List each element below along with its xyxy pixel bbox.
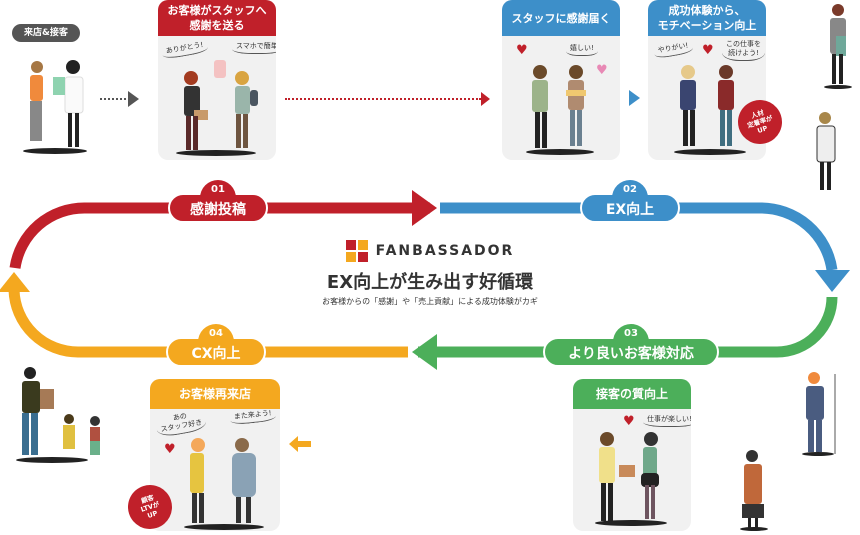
start-tag: 来店&接客	[12, 24, 80, 42]
card-motivation-title: 成功体験から、 モチベーション向上	[648, 0, 766, 36]
diagram-title: EX向上が生み出す好循環	[326, 272, 534, 293]
loop-segment-blue	[440, 202, 838, 271]
bubble-rewarding: やりがい!	[653, 40, 694, 60]
step-03-label: より良いお客様対応	[568, 346, 694, 362]
illustration-staff-brown-apron	[740, 450, 768, 531]
diagram-subtitle: お客様からの「感謝」や「売上貢献」による成功体験がカギ	[322, 297, 538, 306]
card-customer-revisit-title: お客様再来店	[150, 379, 280, 409]
bubble-thanks: ありがとう!	[161, 40, 209, 60]
step-03-pill: 03 より良いお客様対応	[543, 324, 719, 367]
step-04-pill: 04 CX向上	[166, 324, 266, 367]
illustration-returning-customer	[184, 438, 264, 530]
loop-segment-green	[418, 296, 838, 358]
heart-icon: ♥	[702, 43, 714, 58]
bubble-job-fun: 仕事が楽しい!	[643, 415, 691, 427]
bubble-happy: 嬉しい!	[566, 44, 598, 56]
bubble-continue-job: この仕事を 続けよう!	[722, 40, 765, 61]
brand-row: FANBASSADOR	[280, 240, 580, 262]
arrow-head-green	[412, 334, 437, 370]
illustration-worker-painter	[802, 372, 836, 456]
step-02-number: 02	[612, 180, 648, 202]
card-thanks-delivered: スタッフに感謝届く 嬉しい! ♥ ♥	[502, 0, 620, 160]
step-01-number: 01	[200, 180, 236, 202]
illustration-customer-sending	[176, 60, 258, 156]
loop-segment-orange	[8, 289, 408, 358]
step-02-label: EX向上	[605, 202, 655, 218]
arrow-right-red-icon	[481, 92, 490, 106]
illustration-staff-serving	[595, 432, 667, 526]
step-01-label: 感謝投稿	[190, 202, 246, 218]
arrow-head-orange	[0, 272, 30, 292]
step-04-number: 04	[198, 324, 234, 346]
loop-segment-red	[9, 202, 430, 269]
heart-icon: ♥	[596, 63, 608, 78]
arrow-left-orange-icon	[289, 436, 311, 452]
step-04-label: CX向上	[191, 346, 241, 362]
fanbassador-logo-icon	[345, 240, 368, 262]
illustration-motivated-staff	[674, 65, 746, 155]
card-send-thanks: お客様がスタッフへ 感謝を送る ありがとう! スマホで簡単	[158, 0, 276, 160]
illustration-shop-greeting	[23, 60, 87, 154]
bubble-come-again: また来よう!	[229, 408, 277, 426]
step-02-pill: 02 EX向上	[580, 180, 680, 223]
illustration-staff-apron	[816, 112, 836, 190]
illustration-family-shopping	[16, 367, 100, 463]
card-service-quality: 接客の質向上 仕事が楽しい! ♥	[573, 379, 691, 531]
center-block: FANBASSADOR EX向上が生み出す好循環 お客様からの「感謝」や「売上貢…	[280, 240, 580, 307]
illustration-staff-hanger	[824, 4, 852, 89]
dotted-connector-gray	[100, 98, 126, 100]
heart-icon: ♥	[164, 442, 176, 457]
heart-icon: ♥	[516, 43, 528, 58]
brand-name: FANBASSADOR	[375, 243, 515, 259]
arrow-right-blue-icon	[629, 90, 640, 106]
arrow-right-gray-icon	[128, 91, 139, 107]
step-03-number: 03	[613, 324, 649, 346]
arrow-head-blue	[815, 270, 850, 292]
step-01-pill: 01 感謝投稿	[168, 180, 268, 223]
dotted-connector-red	[285, 98, 481, 100]
bubble-smartphone-easy: スマホで簡単	[232, 42, 276, 54]
arrow-head-red	[412, 190, 437, 226]
illustration-staff-receiving	[526, 65, 594, 155]
card-service-quality-title: 接客の質向上	[573, 379, 691, 409]
card-send-thanks-title: お客様がスタッフへ 感謝を送る	[158, 0, 276, 36]
heart-icon: ♥	[623, 414, 635, 429]
card-thanks-delivered-title: スタッフに感謝届く	[502, 0, 620, 36]
